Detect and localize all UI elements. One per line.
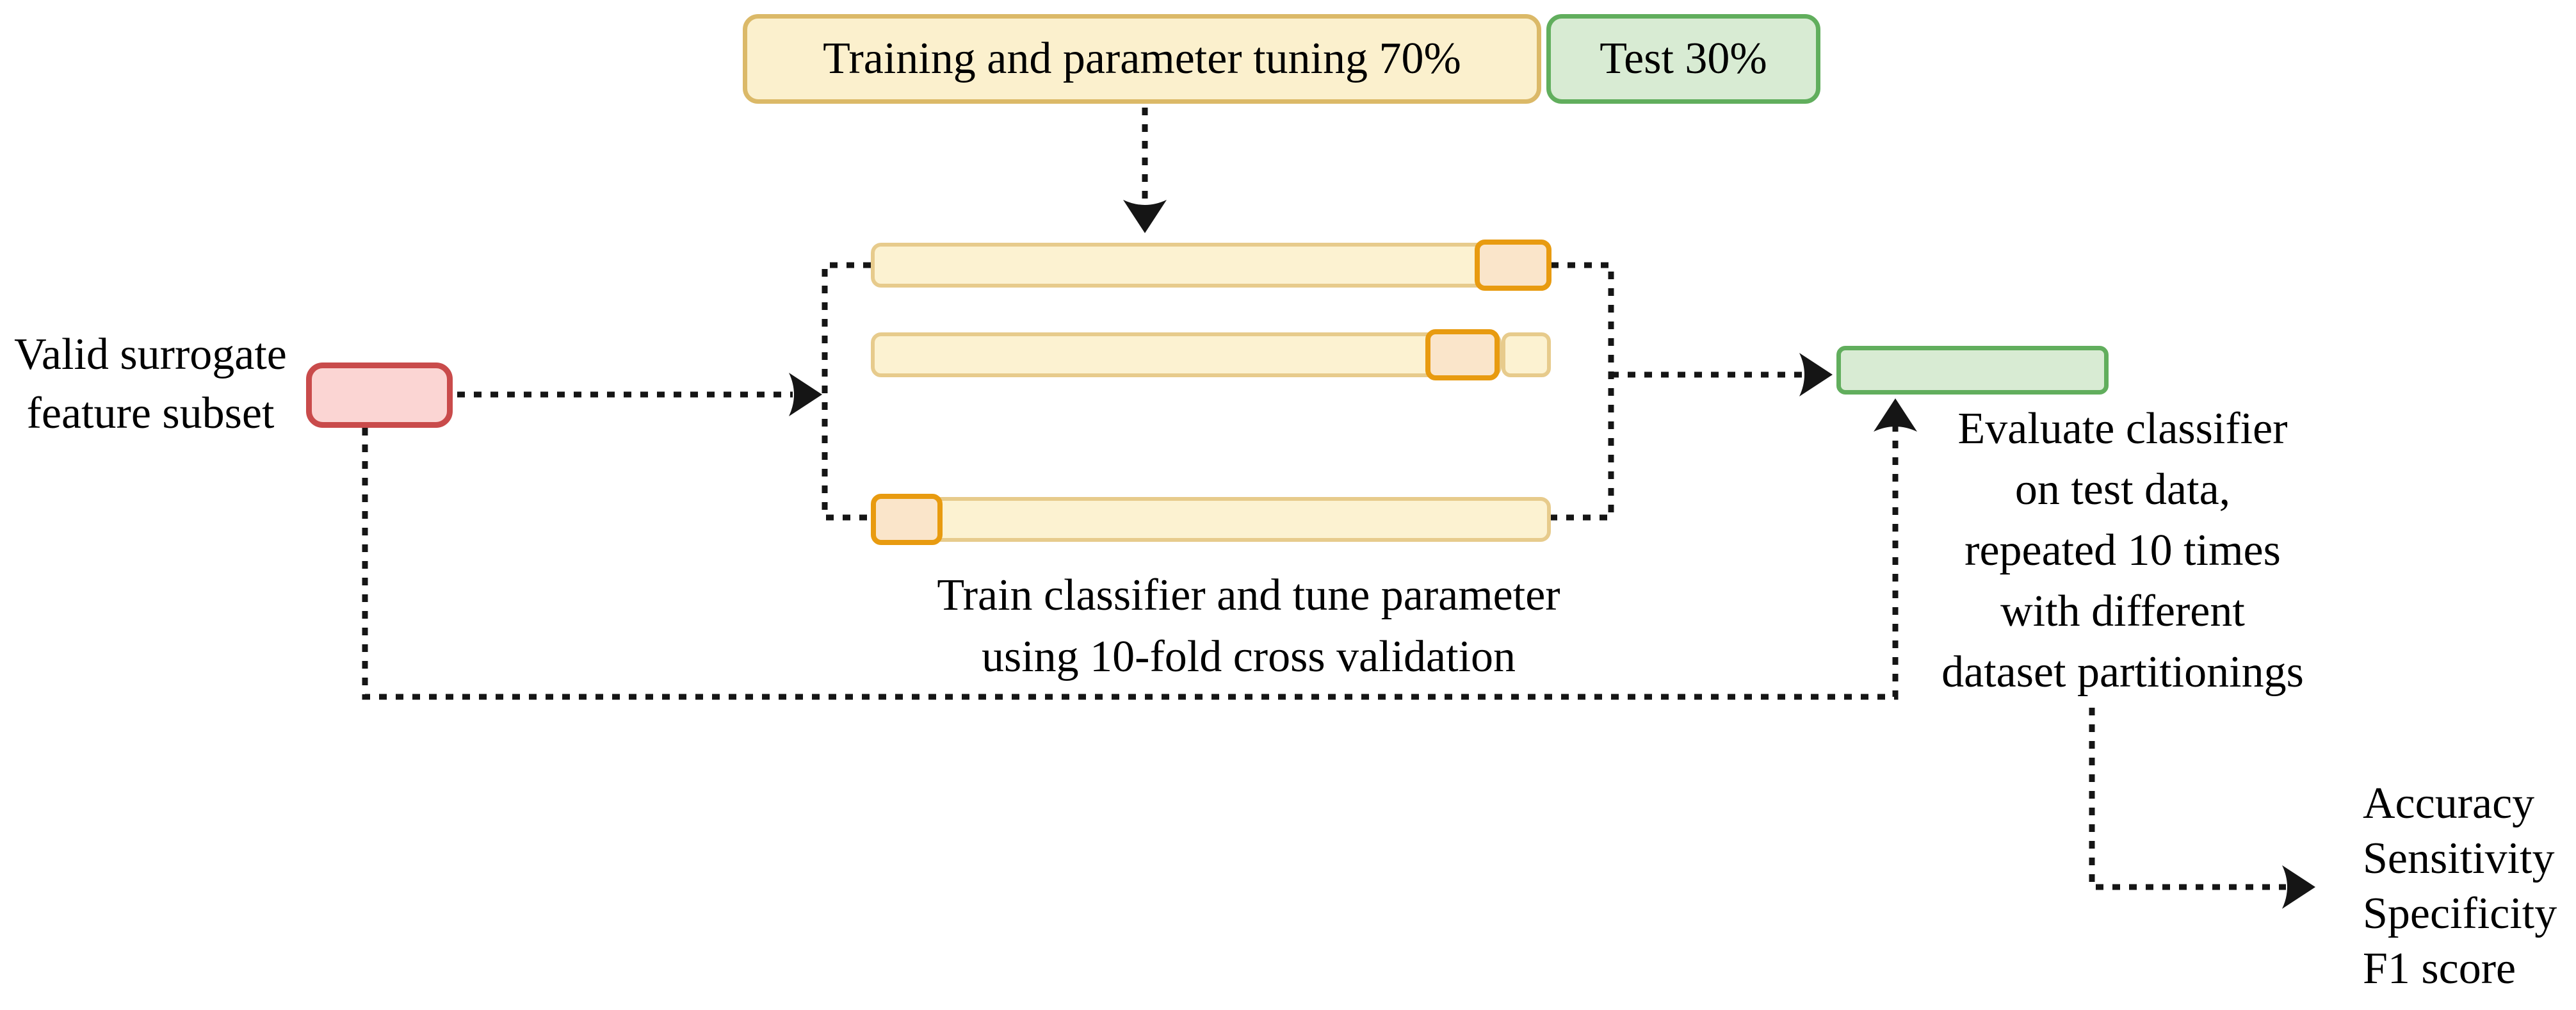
evaluate-caption: Evaluate classifier on test data, repeat…: [1931, 398, 2315, 703]
cv-test-fold-2: [1425, 329, 1500, 380]
right-arrow-head-icon: [2282, 865, 2315, 909]
test-split-box: Test 30%: [1546, 14, 1820, 104]
up-arrow-head-icon: [1874, 398, 1917, 432]
cv-left-bracket: [822, 262, 871, 521]
cv-iteration-bar-3: [871, 497, 1551, 542]
test-split-label: Test 30%: [1600, 34, 1767, 83]
right-arrow-head-icon: [1799, 353, 1833, 396]
valid-feature-label-line1: Valid surrogate: [14, 330, 287, 379]
cv-iteration-bar-1: [871, 243, 1551, 288]
evaluate-caption-line5: dataset partitionings: [1941, 648, 2304, 697]
cv-test-fold-1: [1475, 240, 1551, 291]
metric-f1-score: F1 score: [2363, 944, 2516, 993]
metric-sensitivity: Sensitivity: [2363, 834, 2555, 883]
right-arrow-head-icon: [789, 373, 822, 416]
metrics-list: Accuracy Sensitivity Specificity F1 scor…: [2363, 776, 2574, 997]
cv-test-fold-3: [871, 494, 943, 545]
eval-to-metrics-connector: [2089, 708, 2286, 890]
valid-feature-box: [306, 362, 453, 428]
training-split-label: Training and parameter tuning 70%: [823, 34, 1461, 83]
evaluate-caption-line2: on test data,: [2014, 465, 2231, 514]
evaluate-caption-line4: with different: [2000, 587, 2245, 636]
cv-caption-line2: using 10-fold cross validation: [981, 632, 1516, 681]
evaluate-caption-line1: Evaluate classifier: [1957, 404, 2288, 453]
cv-caption: Train classifier and tune parameter usin…: [864, 565, 1633, 688]
cv-iteration-bar-2: [871, 332, 1502, 377]
metric-specificity: Specificity: [2363, 889, 2557, 938]
down-arrow-head-icon: [1123, 200, 1167, 233]
evaluate-caption-line3: repeated 10 times: [1964, 526, 2281, 575]
training-split-box: Training and parameter tuning 70%: [743, 14, 1541, 104]
cv-tail-segment-2: [1502, 332, 1551, 377]
cv-caption-line1: Train classifier and tune parameter: [937, 571, 1560, 620]
metric-accuracy: Accuracy: [2363, 779, 2535, 828]
evaluate-box: [1836, 346, 2109, 395]
valid-feature-label: Valid surrogate feature subset: [0, 325, 301, 443]
cv-right-bracket: [1551, 262, 1614, 521]
valid-feature-label-line2: feature subset: [26, 389, 275, 438]
